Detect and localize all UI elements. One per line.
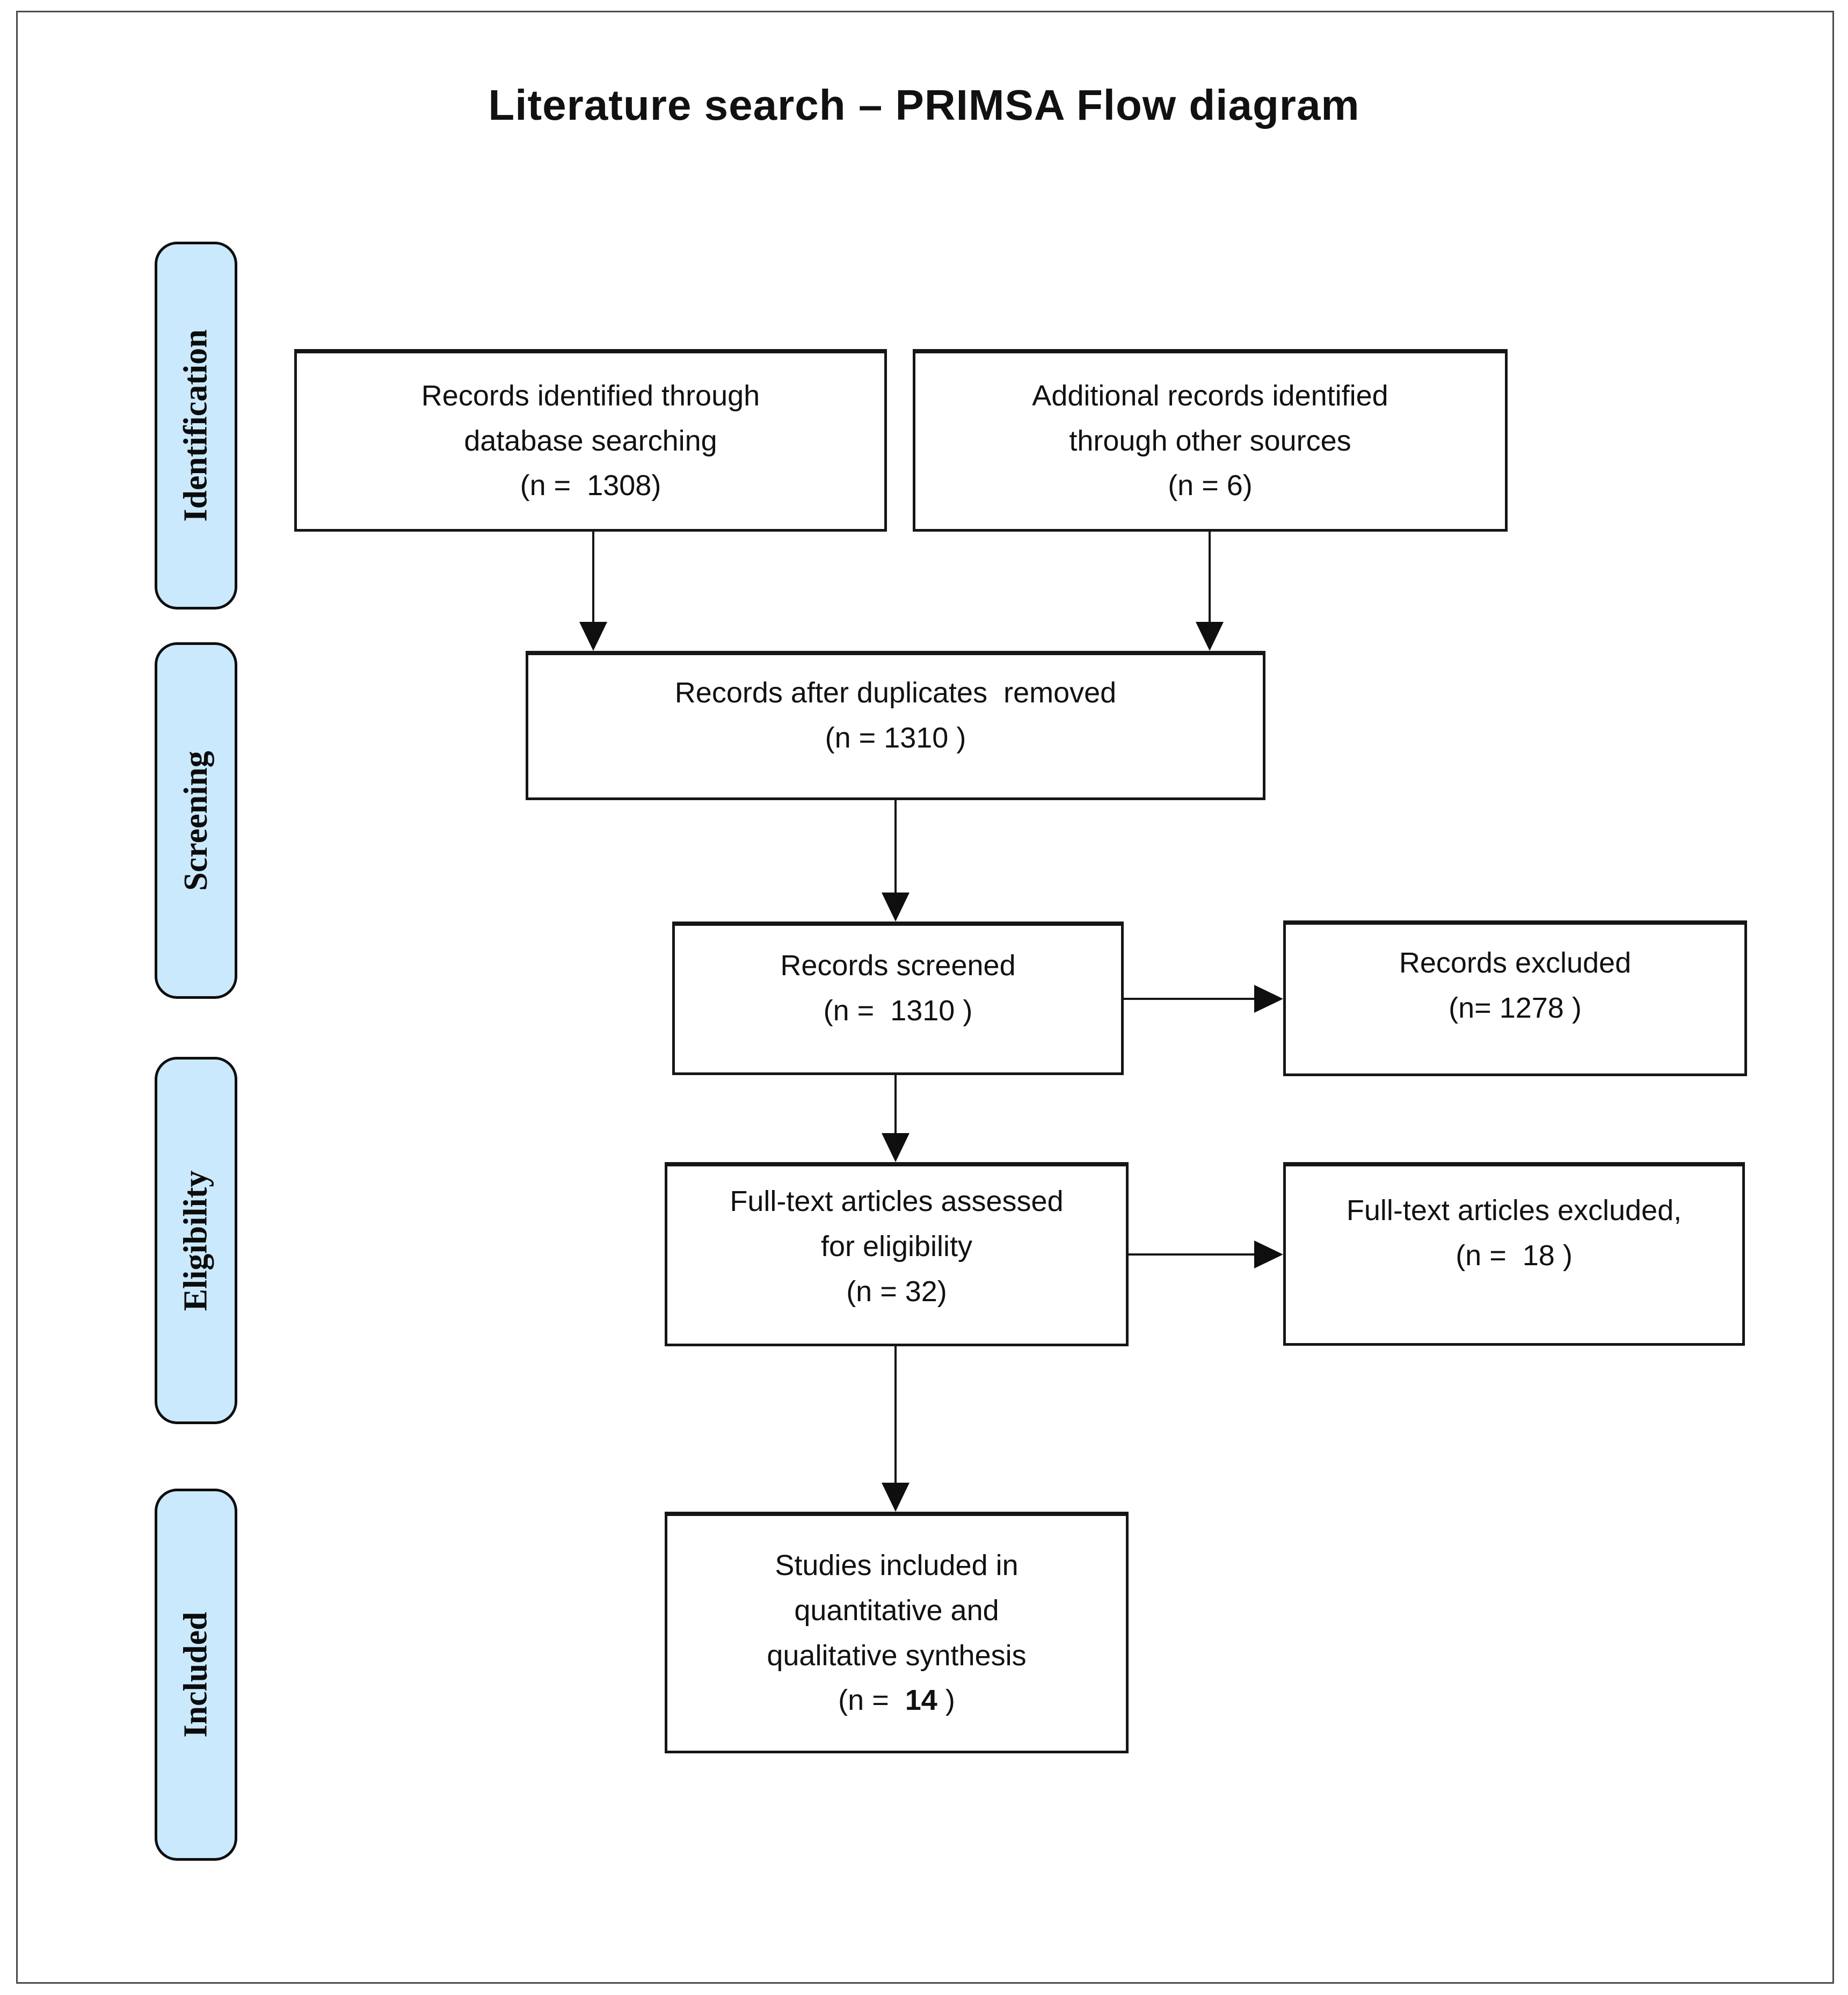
arrowhead-down-icon [579, 622, 607, 651]
arrow-line-screened-to-fulltext [894, 1075, 897, 1137]
box-after-duplicates: Records after duplicates removed (n = 13… [526, 651, 1265, 800]
n-value: 14 [905, 1684, 937, 1717]
box-text-line: quantitative and [794, 1594, 999, 1627]
box-text-line: through other sources [1069, 424, 1351, 457]
arrowhead-down-icon [882, 1483, 910, 1512]
box-text-line: qualitative synthesis [767, 1639, 1027, 1672]
stage-label-text: Screening [177, 750, 214, 891]
arrowhead-right-icon [1254, 1240, 1283, 1268]
arrow-line-duplicates-to-screened [894, 800, 897, 895]
stage-label-included: Included [155, 1489, 237, 1861]
arrow-line-additional-to-duplicates [1209, 532, 1211, 623]
box-records-excluded: Records excluded (n= 1278 ) [1283, 920, 1747, 1076]
box-text-line: (n = 6) [1168, 469, 1253, 502]
arrow-line-fulltext-to-fulltext-excluded [1129, 1253, 1257, 1256]
arrow-line-identified-to-duplicates [592, 532, 594, 623]
box-fulltext-excluded: Full-text articles excluded, (n = 18 ) [1283, 1162, 1745, 1346]
stage-label-text: Included [177, 1612, 214, 1738]
arrowhead-down-icon [1196, 622, 1224, 651]
arrow-line-screened-to-excluded [1124, 998, 1259, 1000]
n-suffix: ) [937, 1684, 955, 1717]
arrowhead-down-icon [882, 1133, 910, 1162]
box-text-line: (n = 32) [846, 1275, 947, 1308]
box-text-line: Full-text articles excluded, [1346, 1194, 1682, 1227]
box-records-screened: Records screened (n = 1310 ) [672, 922, 1124, 1075]
box-text-line: Records identified through [421, 379, 760, 412]
box-text-line: Full-text articles assessed [730, 1185, 1064, 1218]
stage-label-text: Identification [177, 329, 214, 522]
box-text-line: (n = 1310 ) [825, 721, 966, 754]
box-text-line: database searching [464, 424, 717, 457]
stage-label-screening: Screening [155, 642, 237, 999]
arrowhead-down-icon [882, 893, 910, 922]
box-studies-included: Studies included in quantitative and qua… [665, 1512, 1129, 1753]
box-text-line: Studies included in [775, 1549, 1018, 1582]
box-text-line: Additional records identified [1032, 379, 1388, 412]
box-text-line: (n = 18 ) [1456, 1239, 1573, 1272]
box-text-line: Records excluded [1399, 946, 1632, 979]
box-records-identified: Records identified through database sear… [294, 349, 887, 532]
stage-label-text: Eligibility [177, 1170, 214, 1311]
box-text-line: Records screened [780, 949, 1016, 982]
box-text-line: for eligibility [820, 1230, 973, 1263]
arrow-line-fulltext-to-studies [894, 1346, 897, 1485]
page-border [16, 11, 1834, 1984]
box-additional-records: Additional records identified through ot… [913, 349, 1508, 532]
box-text-line: Records after duplicates removed [674, 676, 1117, 709]
box-text-line: (n = 1308) [520, 469, 661, 502]
box-text-line: (n= 1278 ) [1449, 991, 1582, 1024]
box-text-line: (n = 1310 ) [823, 994, 973, 1027]
stage-label-eligibility: Eligibility [155, 1057, 237, 1424]
diagram-title: Literature search – PRIMSA Flow diagram [488, 81, 1360, 129]
arrowhead-right-icon [1254, 985, 1283, 1013]
n-prefix: (n = [838, 1684, 905, 1717]
box-fulltext-assessed: Full-text articles assessed for eligibil… [665, 1162, 1129, 1346]
stage-label-identification: Identification [155, 242, 237, 610]
box-text-line: (n = 14 ) [838, 1678, 955, 1723]
